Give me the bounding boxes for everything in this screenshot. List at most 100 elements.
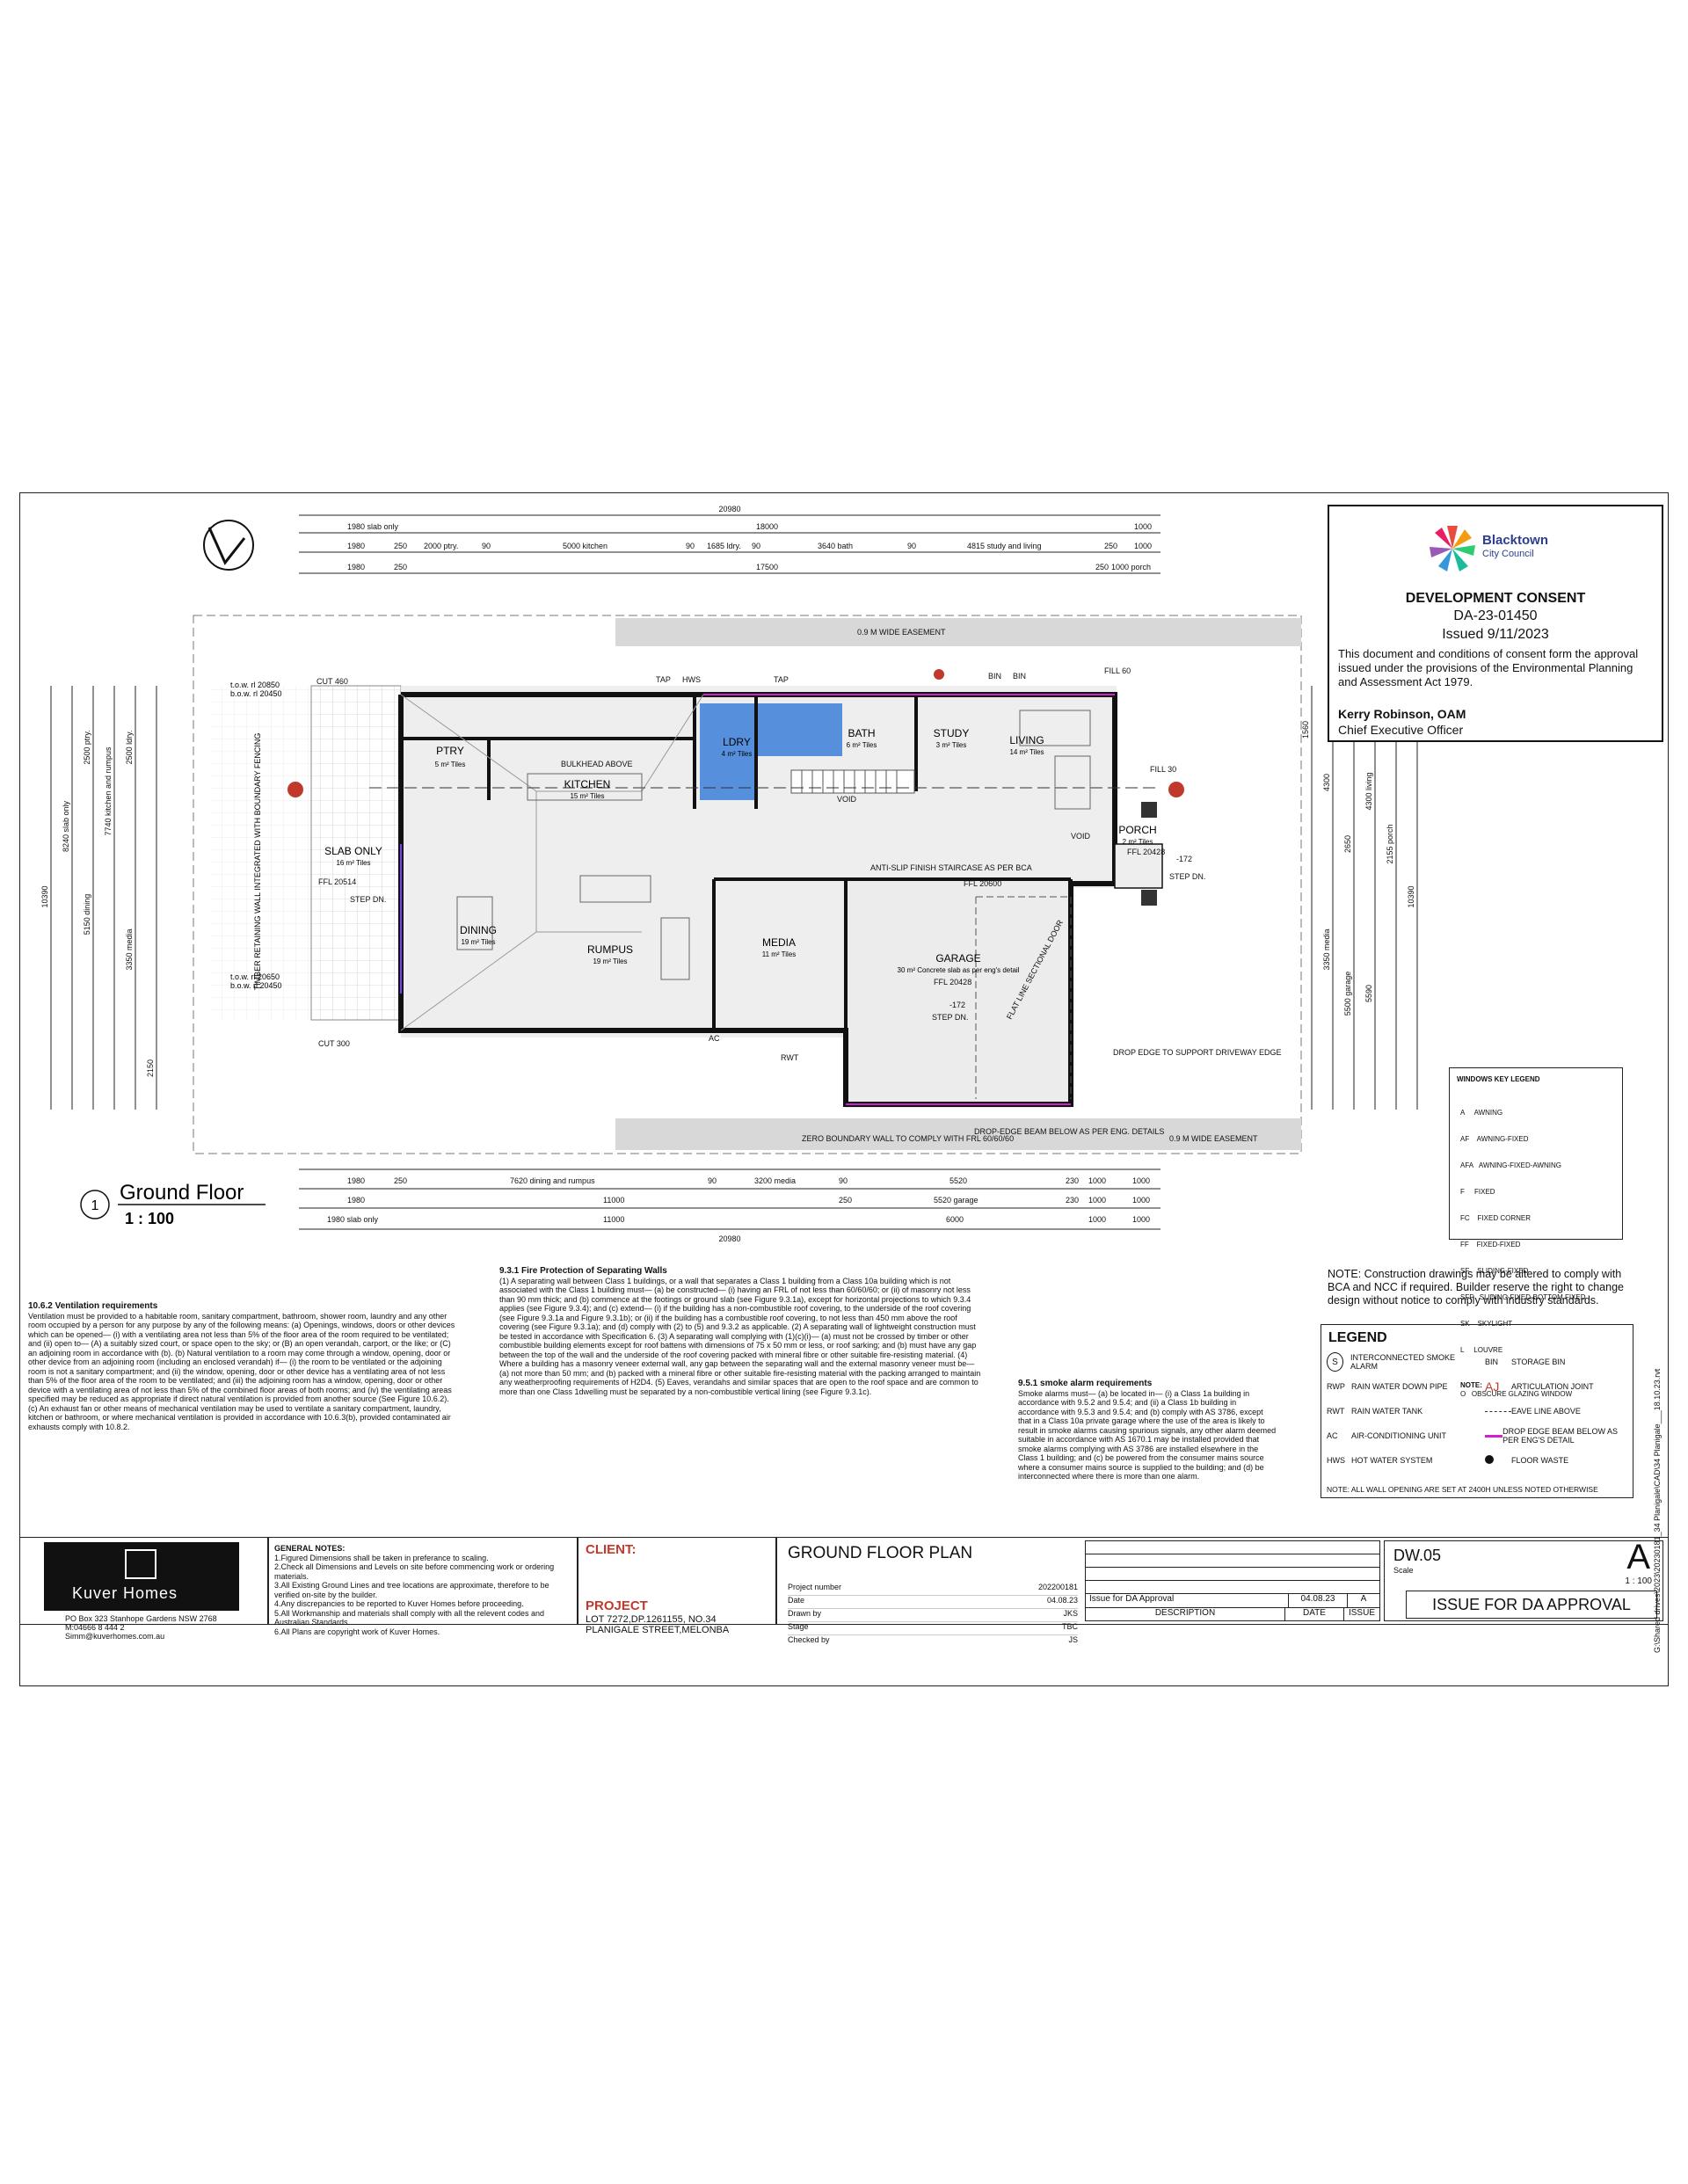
bin-label: BIN	[988, 672, 1001, 681]
project-address: LOT 7272,DP.1261155, NO.34 PLANIGALE STR…	[586, 1614, 729, 1635]
project-lot: LOT 7272,DP.1261155, NO.34	[586, 1614, 717, 1625]
room-area: 3 m² Tiles	[936, 741, 967, 749]
scale-label: Scale	[1393, 1566, 1414, 1575]
stair-note: ANTI-SLIP FINISH STAIRCASE AS PER BCA	[870, 863, 1032, 872]
room-name: PORCH	[1118, 824, 1156, 836]
dim-right: 3350 media	[1322, 928, 1331, 970]
room-area: 4 m² Tiles	[722, 750, 753, 758]
drop-edge-note: DROP EDGE TO SUPPORT DRIVEWAY EDGE	[1113, 1048, 1282, 1057]
legend-item: SFF SLIDING-FIXED-BOTTOM FIXED	[1460, 1293, 1586, 1301]
slab-only-area	[310, 685, 402, 1021]
windows-legend-items: A AWNING AF AWNING-FIXED AFA AWNING-FIXE…	[1450, 1088, 1622, 1376]
dim-right: 5500 garage	[1343, 972, 1352, 1016]
house-footprint	[369, 686, 1160, 1108]
legend-footer: NOTE: ALL WALL OPENING ARE SET AT 2400H …	[1327, 1485, 1598, 1494]
eave-line-icon	[1485, 1410, 1511, 1412]
ffl-label: FFL 20428	[1127, 848, 1165, 856]
file-path: G:\Shared drives\2023\20230181_34 Planig…	[1653, 1368, 1662, 1653]
fire-text: (1) A separating wall between Class 1 bu…	[499, 1276, 981, 1396]
dim-left: 7740 kitchen and rumpus	[104, 746, 113, 836]
general-notes: GENERAL NOTES: 1.Figured Dimensions shal…	[274, 1544, 570, 1636]
legend-item: HOT WATER SYSTEM	[1351, 1456, 1433, 1465]
dim-left: 2500 ldry.	[125, 731, 134, 765]
dim-text: 4815 study and living	[967, 542, 1042, 550]
consent-signatory: Kerry Robinson, OAM	[1338, 707, 1466, 721]
dim-text: 250	[394, 1176, 407, 1185]
view-title: Ground Floor	[120, 1181, 244, 1205]
fire-protection-notes: 9.3.1 Fire Protection of Separating Wall…	[499, 1266, 981, 1396]
drawing-number: DW.05	[1393, 1547, 1442, 1564]
revision-date: 04.08.23	[1289, 1594, 1348, 1607]
dim-text: 1000	[1134, 542, 1152, 550]
void-label: VOID	[1071, 832, 1091, 841]
legend-item: EAVE LINE ABOVE	[1511, 1407, 1581, 1416]
dim-text: 230	[1066, 1196, 1079, 1205]
general-note: 6.All Plans are copyright work of Kuver …	[274, 1627, 440, 1636]
dim-text: 90	[686, 542, 695, 550]
general-note: 1.Figured Dimensions shall be taken in p…	[274, 1553, 489, 1562]
windows-key-legend: WINDOWS KEY LEGEND A AWNING AF AWNING-FI…	[1449, 1067, 1623, 1398]
field-label: Checked by	[788, 1635, 830, 1644]
dim-text: 5520	[950, 1176, 967, 1185]
dim-right: 5590	[1364, 985, 1373, 1002]
legend-item: F FIXED	[1460, 1188, 1495, 1196]
smoke-alarm-icon: S	[1327, 1352, 1343, 1372]
dim-text: 1980	[347, 1196, 365, 1205]
dim-text: 1000	[1088, 1176, 1106, 1185]
legend-item: DROP EDGE BEAM BELOW AS PER ENG'S DETAIL	[1502, 1427, 1618, 1445]
easement-bottom-band	[615, 1118, 1301, 1150]
windows-note: O OBSCURE GLAZING WINDOW	[1460, 1390, 1573, 1398]
issue-status: ISSUE FOR DA APPROVAL	[1406, 1591, 1657, 1619]
dim-left: 2500 ptry.	[83, 730, 91, 764]
bulkhead-label: BULKHEAD ABOVE	[561, 760, 633, 768]
company-contact: PO Box 323 Stanhope Gardens NSW 2768 M:0…	[65, 1614, 217, 1641]
floor-waste-icon	[1485, 1455, 1511, 1466]
easement-top-label: 0.9 M WIDE EASEMENT	[857, 628, 946, 637]
dim-text: 1980	[347, 563, 365, 571]
legend-item: A AWNING	[1460, 1109, 1503, 1117]
drawing-scale: 1 : 100	[1625, 1576, 1652, 1586]
room-area: 5 m² Tiles	[435, 761, 466, 768]
room-name: LIVING	[1009, 734, 1044, 746]
council-subname: City Council	[1482, 549, 1534, 559]
dim-text: 1980	[347, 542, 365, 550]
smoke-title: 9.5.1 smoke alarm requirements	[1018, 1379, 1153, 1388]
ffl-label: FFL 20514	[318, 877, 356, 886]
revision-header: ISSUE	[1348, 1608, 1375, 1618]
room-name: GARAGE	[935, 952, 980, 965]
retaining-wall-note: TIMBER RETAINING WALL INTEGRATED WITH BO…	[253, 733, 262, 991]
consent-issued: Issued 9/11/2023	[1442, 627, 1549, 642]
room-name: DINING	[460, 924, 497, 936]
articulation-joint-icon: AJ	[1485, 1380, 1500, 1394]
field-label: Date	[788, 1596, 805, 1605]
dim-text: 11000	[603, 1215, 624, 1224]
room-name: PTRY	[436, 745, 464, 757]
dim-left: 8240 slab only	[62, 800, 70, 852]
consent-role: Chief Executive Officer	[1338, 723, 1464, 737]
dim-right: 1560	[1301, 721, 1310, 739]
council-name: Blacktown	[1482, 533, 1549, 548]
company-email: Simm@kuverhomes.com.au	[65, 1632, 165, 1641]
tap-label: TAP	[774, 675, 789, 684]
dim-text: 2000 ptry.	[424, 542, 458, 550]
general-notes-title: GENERAL NOTES:	[274, 1544, 346, 1553]
room-area: 30 m² Concrete slab as per eng's detail	[898, 966, 1020, 974]
dim-text: 1685 ldry.	[707, 542, 741, 550]
dim-left: 2150	[146, 1059, 155, 1077]
sheet-title: GROUND FLOOR PLAN	[788, 1544, 973, 1562]
ventilation-title: 10.6.2 Ventilation requirements	[28, 1301, 158, 1311]
legend-item: SK SKYLIGHT	[1460, 1320, 1513, 1328]
room-area: 11 m² Tiles	[762, 950, 797, 958]
dim-text: 6000	[946, 1215, 964, 1224]
project-label: PROJECT	[586, 1598, 648, 1613]
room-area: 6 m² Tiles	[847, 741, 877, 749]
room-name: KITCHEN	[564, 778, 611, 790]
dim-slab-only: 1980 slab only	[347, 522, 399, 531]
room-name: BATH	[848, 727, 875, 739]
room-area: 2 m² Tiles	[1123, 838, 1153, 846]
room-name: SLAB ONLY	[324, 845, 382, 857]
